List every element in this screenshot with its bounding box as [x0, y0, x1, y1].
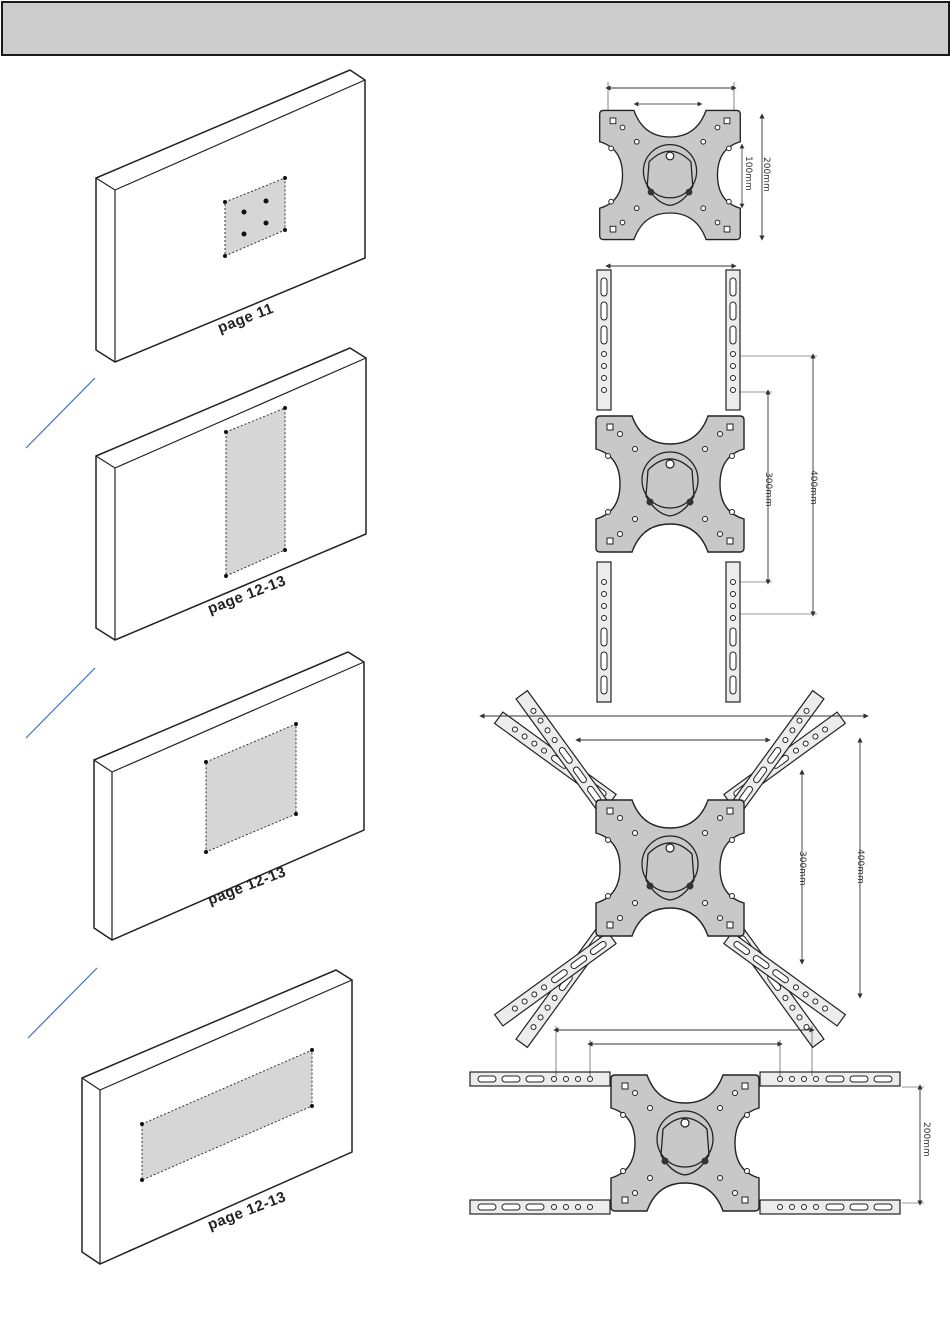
config3-outer-label: 400mm	[855, 849, 865, 884]
connector-line-3	[28, 968, 97, 1038]
config1-height-inner-label: 100mm	[743, 156, 753, 191]
config4-plate	[611, 1075, 759, 1211]
config4-height-label: 200mm	[921, 1122, 931, 1157]
config3-inner-label: 300mm	[797, 851, 807, 886]
config2-inner-label: 300mm	[763, 472, 773, 507]
config1-plate	[600, 110, 741, 239]
config1-height-outer-label: 200mm	[761, 157, 771, 192]
config3-plate	[596, 800, 744, 936]
config2-plate	[596, 416, 744, 552]
config2-outer-label: 400mm	[808, 470, 818, 505]
connector-line-1	[26, 378, 95, 448]
connector-line-2	[26, 668, 95, 738]
